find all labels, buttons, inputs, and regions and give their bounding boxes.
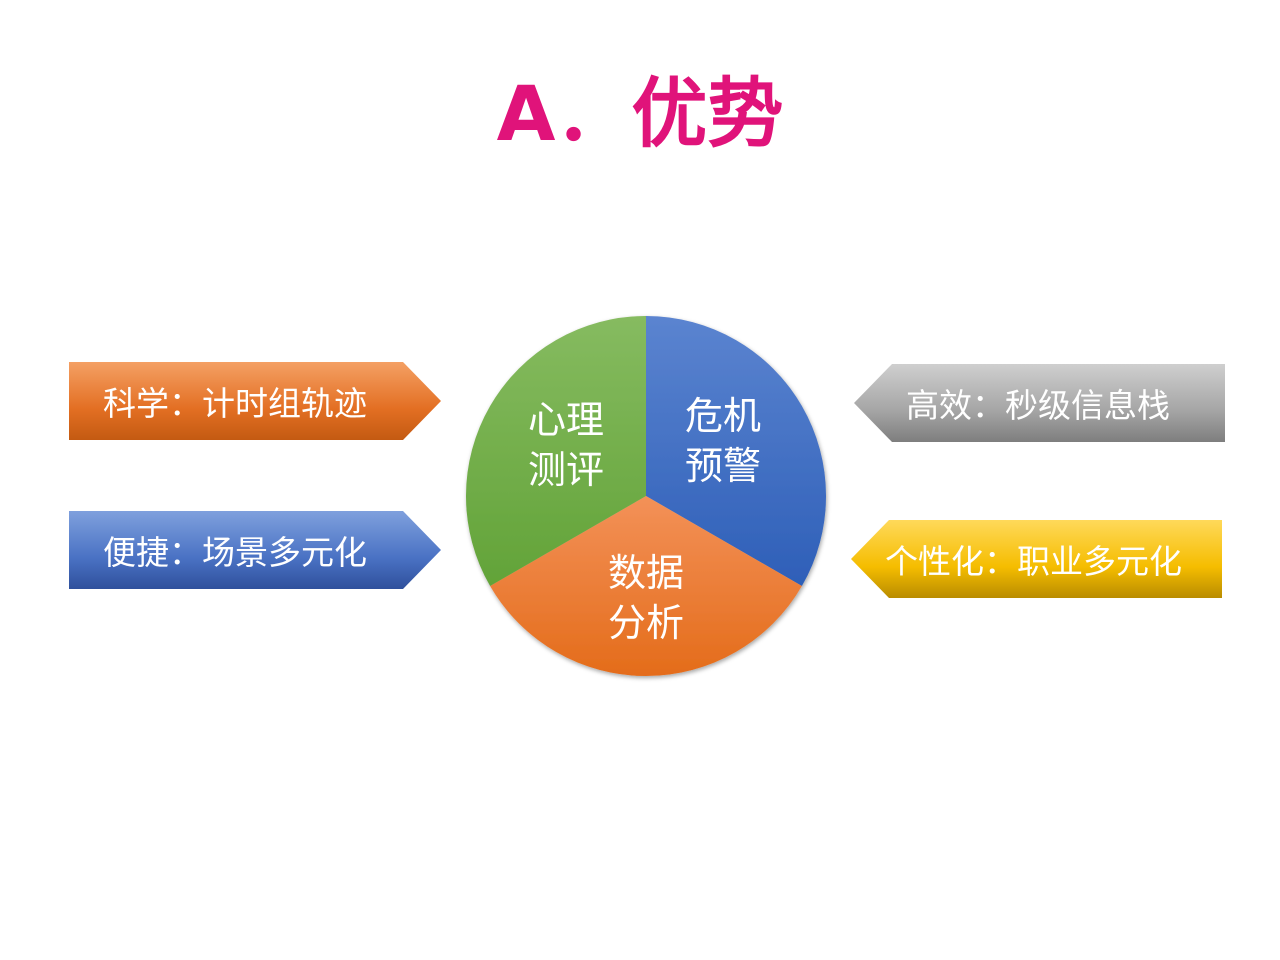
pie-label: 预警 (685, 444, 761, 488)
pie-label: 数据 (608, 551, 684, 595)
feature-label: 科学：计时组轨迹 (103, 384, 367, 423)
pie-label: 测评 (528, 448, 604, 492)
pie-slice-crisis-warning (646, 316, 827, 586)
feature-arrow-efficient: 高效：秒级信息栈 (854, 364, 1225, 442)
slide-title: A．优势 (496, 69, 784, 158)
feature-label: 高效：秒级信息栈 (906, 386, 1170, 425)
pie-slice-psych-assessment (465, 316, 646, 586)
feature-arrow-convenient: 便捷：场景多元化 (69, 511, 441, 589)
pie-label: 心理 (528, 398, 604, 442)
feature-label: 个性化：职业多元化 (885, 542, 1182, 581)
feature-label: 便捷：场景多元化 (103, 533, 367, 572)
feature-arrow-scientific: 科学：计时组轨迹 (69, 362, 441, 440)
pie-diagram: 危机 预警 数据 分析 心理 测评 (465, 316, 827, 677)
pie-label: 分析 (608, 601, 684, 645)
pie-label: 危机 (685, 394, 761, 438)
pie-slice-data-analysis (490, 496, 802, 677)
feature-arrow-personalized: 个性化：职业多元化 (851, 520, 1222, 598)
